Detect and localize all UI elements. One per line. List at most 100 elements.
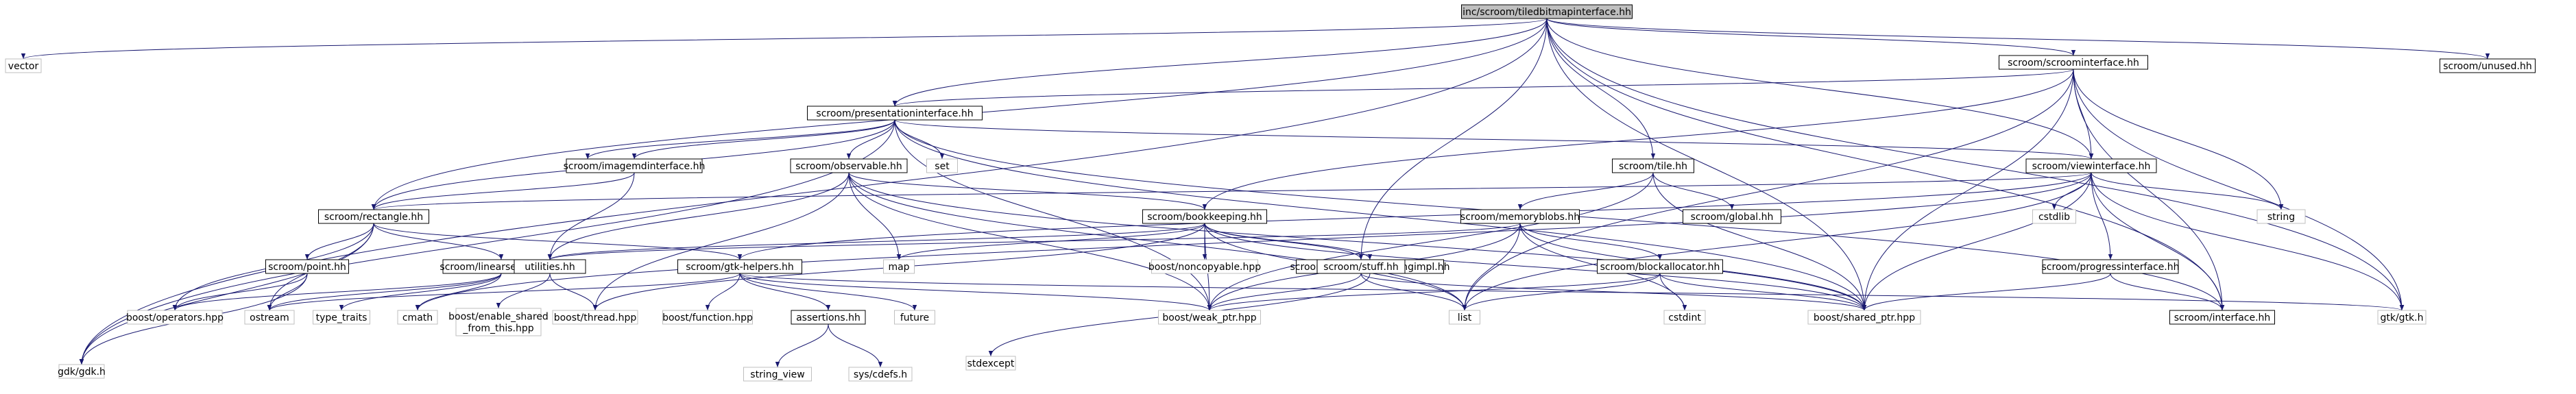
node-utilities[interactable]: utilities.hh: [514, 259, 586, 274]
node-box: [313, 310, 370, 325]
node-tile[interactable]: scroom/tile.hh: [1612, 158, 1694, 173]
node-label: set: [935, 161, 950, 172]
edge-root-to-unused: [1546, 18, 2490, 60]
node-label: string: [2267, 212, 2295, 223]
node-label: gtk/gtk.h: [2380, 312, 2423, 323]
node-sharedptr[interactable]: boost/shared_ptr.hpp: [1807, 310, 1921, 325]
node-vector[interactable]: vector: [5, 58, 42, 73]
edge-imagemd-to-rect: [371, 172, 635, 210]
node-pres[interactable]: scroom/presentationinterface.hh: [807, 106, 983, 121]
node-global[interactable]: scroom/global.hh: [1683, 209, 1781, 224]
node-function[interactable]: boost/function.hpp: [662, 310, 753, 325]
node-ostream[interactable]: ostream: [244, 310, 295, 325]
node-imagemd[interactable]: scroom/imagemdinterface.hh: [564, 158, 706, 173]
node-box: [397, 310, 438, 325]
node-cstdint[interactable]: cstdint: [1663, 310, 1706, 325]
edge-observable-to-thread: [592, 172, 850, 311]
edge-tile-to-weakptr: [1207, 172, 1654, 311]
edge-blockalloc-to-sharedptr: [1659, 273, 1867, 311]
node-bookkeeping[interactable]: scroom/bookkeeping.hh: [1142, 209, 1267, 224]
node-box: [662, 310, 753, 325]
node-label: scroom/interface.hh: [2174, 312, 2271, 323]
edge-gtkhelpers-to-weakptr: [739, 273, 1212, 311]
node-list[interactable]: list: [1449, 310, 1480, 325]
node-box: [1612, 158, 1694, 173]
node-label: scroom/memoryblobs.hh: [1460, 212, 1580, 223]
node-stdexcept[interactable]: stdexcept: [965, 356, 1016, 371]
node-box: [1683, 209, 1781, 224]
node-label: scroom/presentationinterface.hh: [816, 108, 973, 119]
node-box: [1663, 310, 1706, 325]
node-box: [807, 106, 983, 121]
node-viewif[interactable]: scroom/viewinterface.hh: [2025, 158, 2157, 173]
node-typetraits[interactable]: type_traits: [313, 310, 370, 325]
node-gdk[interactable]: gdk/gdk.h: [58, 364, 106, 379]
edge-scroomif-to-sharedptr: [1862, 69, 2074, 311]
edge-gtkhelpers-to-future: [739, 273, 917, 311]
node-rect[interactable]: scroom/rectangle.hh: [318, 209, 429, 224]
edge-viewif-to-gtk: [2091, 172, 2405, 311]
edge-rect-to-linseg: [373, 223, 504, 260]
node-thread[interactable]: boost/thread.hpp: [552, 310, 638, 325]
node-label: boost/thread.hpp: [554, 312, 637, 323]
node-box: [244, 310, 295, 325]
edge-root-to-gdk: [79, 18, 1548, 365]
node-operators[interactable]: boost/operators.hpp: [126, 310, 224, 325]
node-box: [2032, 209, 2076, 224]
node-label: scroom/blockallocator.hh: [1600, 262, 1720, 273]
edge-pres-to-observable: [846, 119, 895, 160]
edge-scroomif-to-interface: [2073, 69, 2225, 311]
node-unused[interactable]: scroom/unused.hh: [2440, 58, 2536, 73]
node-enableshared[interactable]: boost/enable_shared_from_this.hpp: [448, 308, 549, 336]
node-box: [790, 158, 908, 173]
edge-gtkhelpers-to-assertions: [739, 273, 831, 311]
node-progress[interactable]: scroom/progressinterface.hh: [2042, 259, 2180, 274]
node-gtk[interactable]: gtk/gtk.h: [2377, 310, 2427, 325]
edge-bookkeeping-to-sharedptr: [1204, 223, 1867, 311]
node-noncopyable[interactable]: boost/noncopyable.hpp: [1148, 259, 1261, 274]
node-blockalloc[interactable]: scroom/blockallocator.hh: [1597, 259, 1723, 274]
node-root[interactable]: inc/scroom/tiledbitmapinterface.hh: [1461, 4, 1633, 19]
node-assertions[interactable]: assertions.hh: [791, 310, 866, 325]
node-label: scroom/global.hh: [1691, 212, 1774, 223]
node-box: [2025, 158, 2157, 173]
node-label: scroom/scroominterface.hh: [2008, 58, 2139, 69]
node-box: [265, 259, 349, 274]
node-cstdlib[interactable]: cstdlib: [2032, 209, 2076, 224]
edge-root-to-gtk: [1546, 18, 2405, 311]
node-box: [1460, 209, 1580, 224]
node-box: [894, 310, 935, 325]
node-observable[interactable]: scroom/observable.hh: [790, 158, 908, 173]
node-point[interactable]: scroom/point.hh: [265, 259, 349, 274]
node-syscdefs[interactable]: sys/cdefs.h: [848, 367, 913, 382]
node-future[interactable]: future: [894, 310, 935, 325]
node-string[interactable]: string: [2256, 209, 2306, 224]
edge-root-to-viewif: [1546, 18, 2094, 160]
node-gtkhelpers[interactable]: scroom/gtk-helpers.hh: [677, 259, 802, 274]
edge-bookkeeping-to-stuff: [1204, 223, 1364, 260]
node-box: [926, 158, 958, 173]
node-label: scroom/progressinterface.hh: [2042, 262, 2180, 273]
node-stuff[interactable]: scroom/stuff.hh: [1316, 259, 1406, 274]
node-box: [1142, 209, 1267, 224]
edge-rect-to-point: [304, 223, 374, 260]
node-box: [318, 209, 429, 224]
node-label: boost/noncopyable.hpp: [1148, 262, 1261, 273]
edge-linseg-to-cmath: [415, 273, 502, 311]
node-memblobs[interactable]: scroom/memoryblobs.hh: [1460, 209, 1580, 224]
node-weakptr[interactable]: boost/weak_ptr.hpp: [1158, 310, 1261, 325]
node-interface[interactable]: scroom/interface.hh: [2169, 310, 2275, 325]
edge-gtkhelpers-to-function: [705, 273, 741, 311]
node-box: [965, 356, 1016, 371]
node-label: boost/weak_ptr.hpp: [1162, 312, 1256, 323]
node-cmath[interactable]: cmath: [397, 310, 438, 325]
node-scroomif[interactable]: scroom/scroominterface.hh: [1999, 55, 2148, 70]
edge-pres-to-weakptr: [894, 119, 1212, 311]
node-map[interactable]: map: [883, 259, 915, 274]
edge-linseg-to-typetraits: [339, 273, 502, 311]
edge-stuff-to-sharedptr: [1360, 273, 1866, 311]
node-set[interactable]: set: [926, 158, 958, 173]
node-stringview[interactable]: string_view: [743, 367, 812, 382]
node-label: map: [888, 262, 909, 273]
